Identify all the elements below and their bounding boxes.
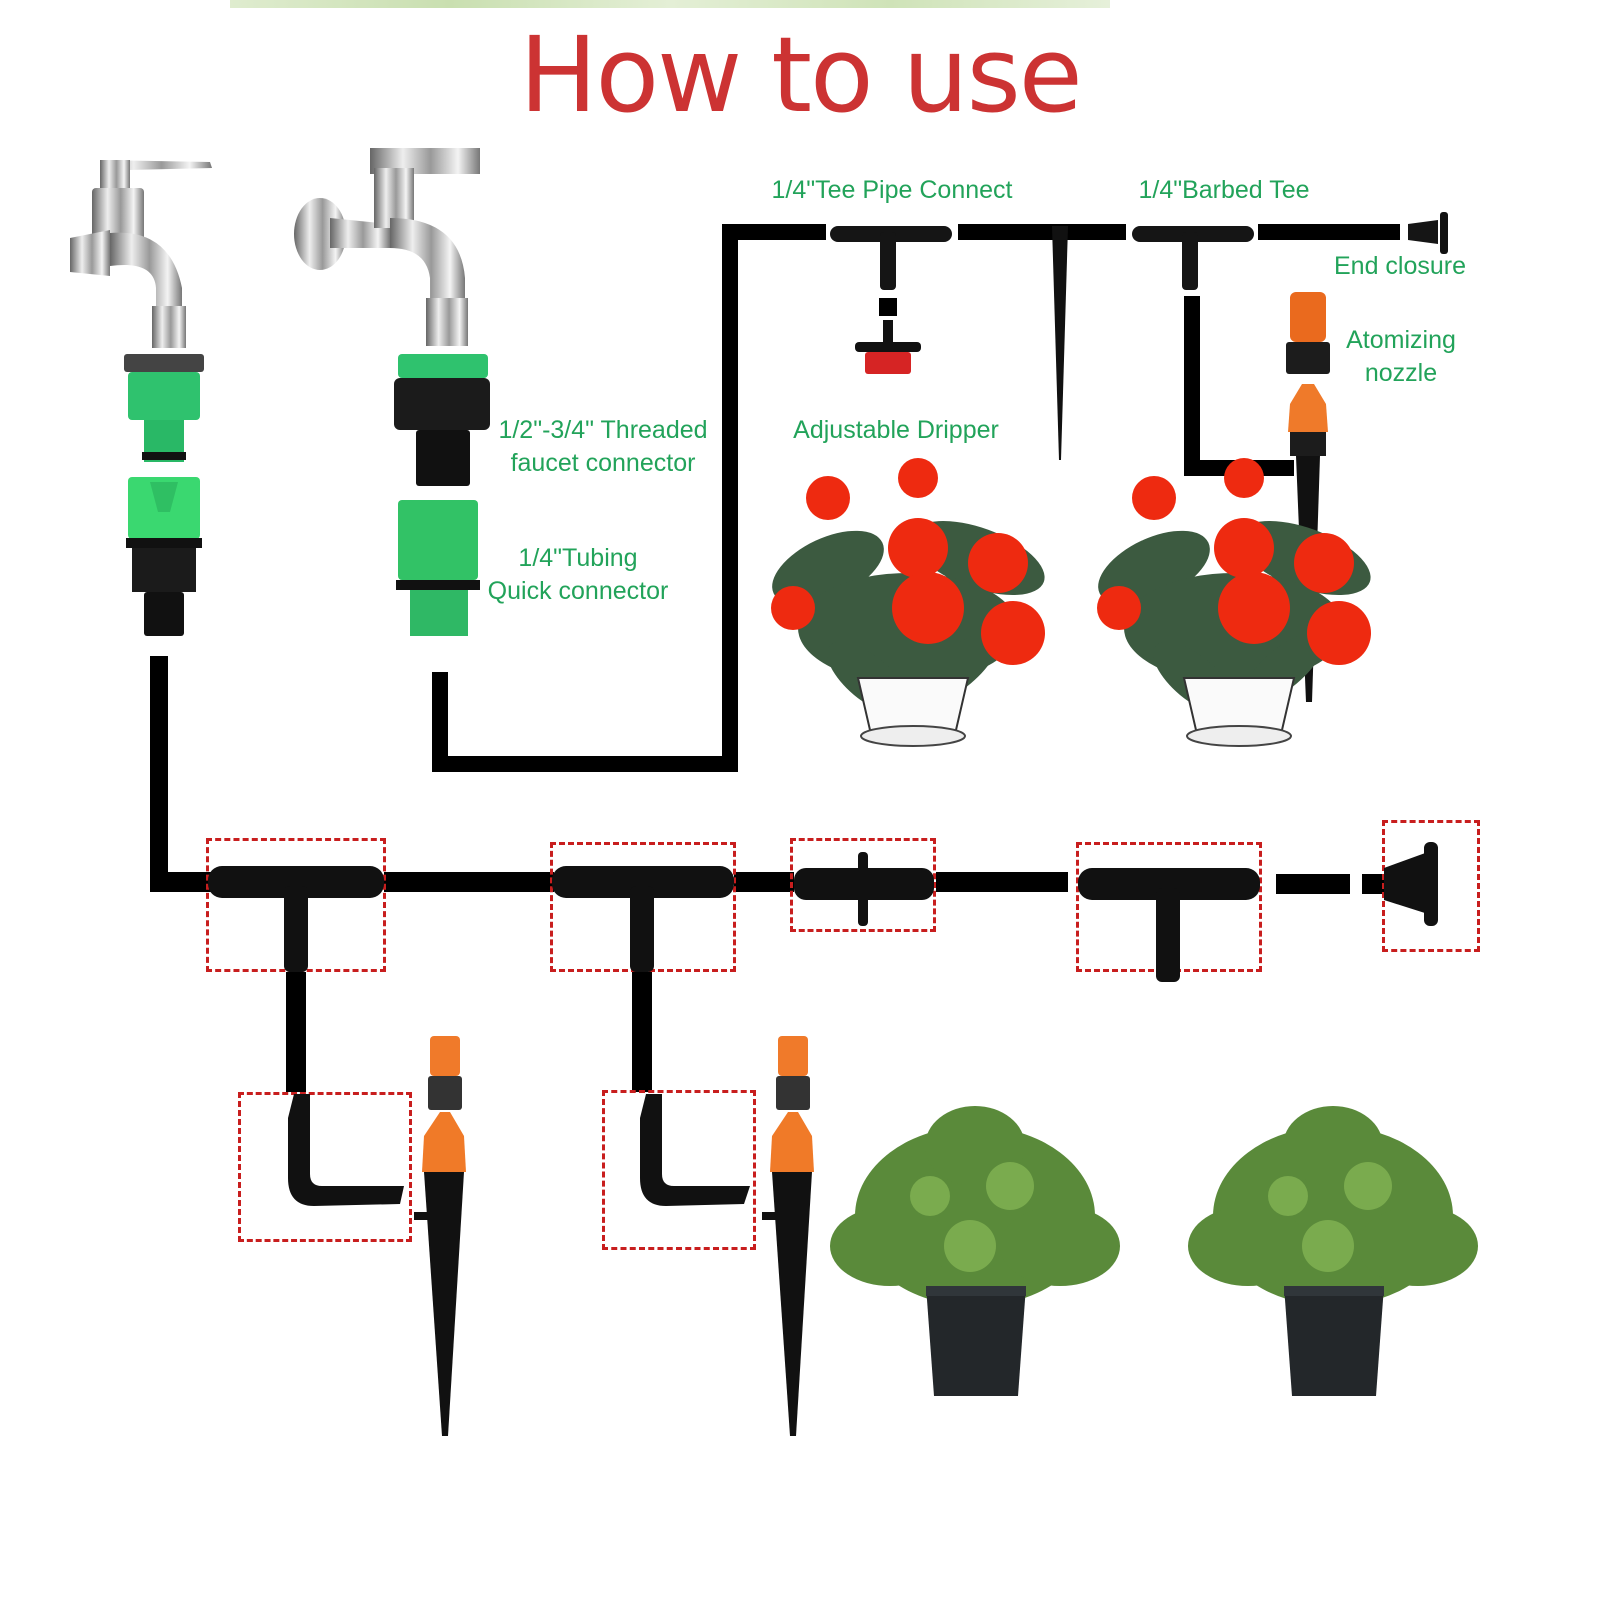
page-title: How to use [519, 14, 1083, 136]
main-tube-horizontal-6 [1362, 874, 1384, 894]
impatiens-plant-1-icon [771, 458, 1045, 747]
upper-tube-top-1 [722, 224, 826, 240]
threaded-faucet-connector-left-icon [124, 354, 204, 636]
stake-icon [1052, 226, 1068, 460]
label-end-closure: End closure [1333, 252, 1467, 280]
label-threaded-faucet-connector: 1/2"-3/4" Threaded faucet connector [498, 416, 708, 477]
upper-tube-riser [722, 224, 738, 772]
faucet-left-icon [70, 160, 212, 348]
nozzle-tube-down [1184, 296, 1200, 476]
threaded-faucet-connector-icon [394, 354, 490, 636]
highlight-box-elbow-1 [238, 1092, 412, 1242]
label-adjustable-dripper: Adjustable Dripper [793, 416, 999, 444]
main-tube-horizontal-4 [936, 872, 1068, 892]
main-tube-horizontal-3 [734, 872, 794, 892]
elbow-connector-1-icon [288, 1094, 404, 1206]
main-tube-horizontal-5 [1276, 874, 1350, 894]
misting-stake-2-icon [762, 1036, 814, 1436]
tee-connector-2-icon [552, 866, 734, 972]
drop-tube-1 [286, 972, 306, 1092]
drop-tube-2 [632, 972, 652, 1092]
thyme-plant-1-icon [830, 1106, 1120, 1396]
faucet-wall-icon [294, 148, 480, 346]
adjustable-dripper-icon [855, 320, 921, 374]
main-tube-horizontal-1 [150, 872, 220, 892]
impatiens-plant-2-icon [1097, 458, 1371, 747]
straight-coupler-icon [794, 852, 934, 926]
upper-tube-top-3 [1258, 224, 1400, 240]
highlight-box-coupler [790, 838, 936, 932]
tee-connector-1-icon [208, 866, 384, 972]
barbed-tee-icon [1132, 226, 1254, 290]
label-atomizing-nozzle: Atomizing nozzle [1346, 326, 1456, 387]
highlight-box-end-plug [1382, 820, 1480, 952]
end-closure-icon [1408, 212, 1448, 254]
highlight-box-elbow-2 [602, 1090, 756, 1250]
upper-tube-vertical-left [432, 672, 448, 772]
label-tee-pipe-connect: 1/4"Tee Pipe Connect [771, 176, 1013, 204]
end-plug-icon [1384, 842, 1438, 926]
main-tube-vertical [150, 656, 168, 892]
label-tubing-quick-connector: 1/4"Tubing Quick connector [487, 544, 669, 605]
tee-connector-3-icon [1078, 868, 1260, 982]
top-banner-strip [230, 0, 1110, 8]
elbow-connector-2-icon [640, 1094, 750, 1206]
label-barbed-tee: 1/4"Barbed Tee [1138, 176, 1310, 204]
misting-stake-1-icon [414, 1036, 466, 1436]
thyme-plant-2-icon [1188, 1106, 1478, 1396]
main-tube-horizontal-2 [384, 872, 554, 892]
upper-tube-top-2 [958, 224, 1126, 240]
dripper-tube-stub [879, 298, 897, 316]
upper-tube-bottom [432, 756, 738, 772]
tee-pipe-connect-icon [830, 226, 952, 290]
